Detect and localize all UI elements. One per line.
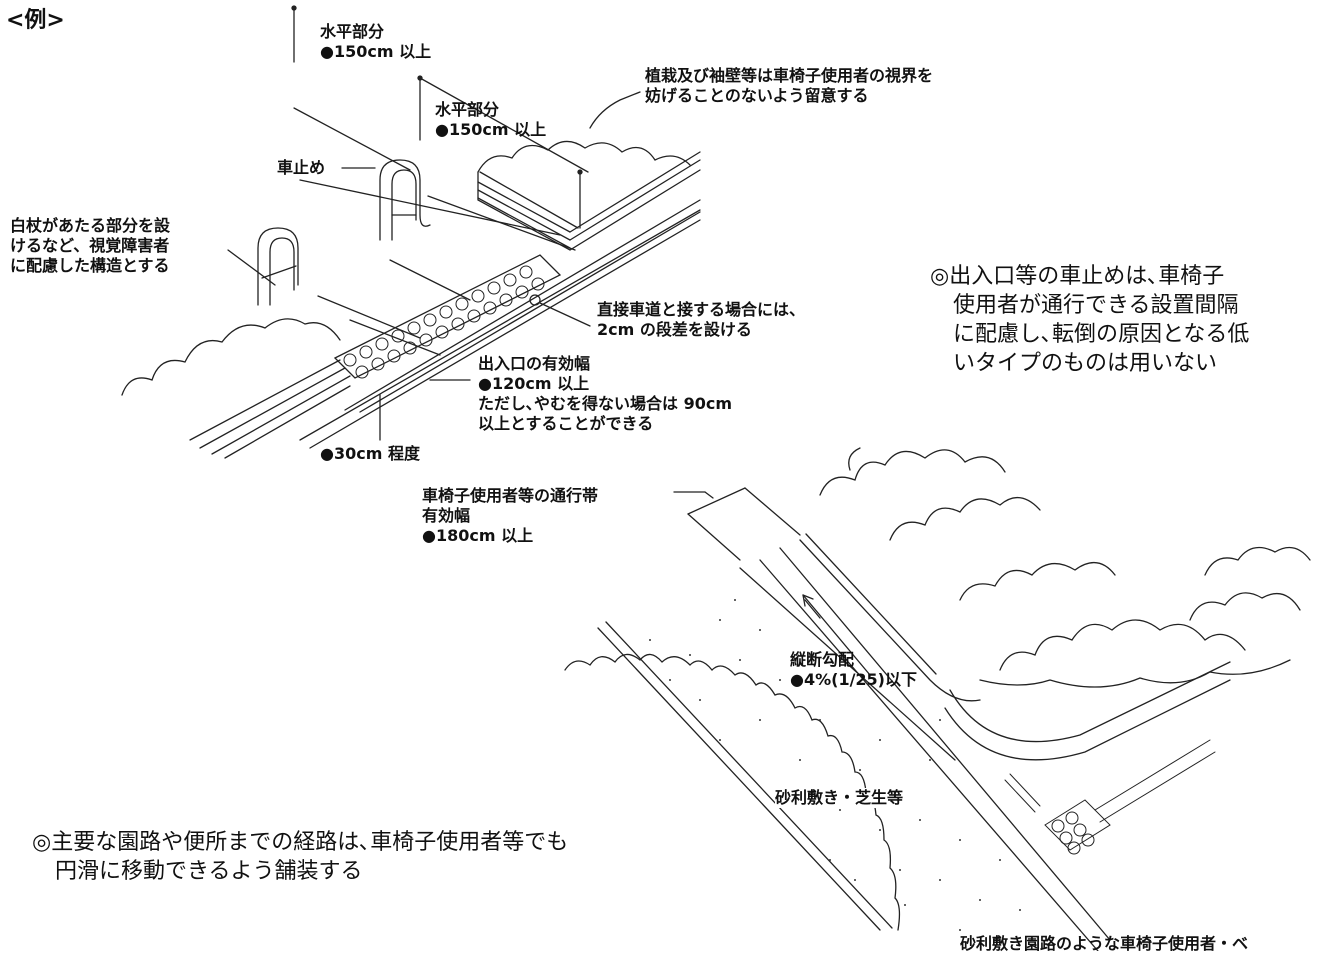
label-line: ●150cm 以上 [320, 42, 432, 61]
car-stop-post-back [379, 159, 431, 241]
label-slope: 縦断勾配 ●4%(1/25)以下 [790, 650, 917, 690]
note-line: ◎出入口等の車止めは､車椅子 [930, 264, 1225, 289]
label-line: 水平部分 [320, 22, 385, 41]
label-bottom-cut: 砂利敷き園路のような車椅子使用者・ベ [960, 934, 1249, 953]
note-car-stop: ◎出入口等の車止めは､車椅子 使用者が通行できる設置間隔 に配慮し､転倒の原因と… [930, 262, 1249, 378]
label-line: 水平部分 [435, 100, 500, 119]
label-line: ●180cm 以上 [422, 526, 534, 545]
note-line: ◎主要な園路や便所までの経路は､車椅子使用者等でも [32, 830, 569, 855]
label-car-stop: 車止め [277, 158, 326, 177]
trees-right [819, 447, 1311, 688]
label-line: 白杖があたる部分を設 [10, 216, 171, 235]
note-line: 使用者が通行できる設置間隔 [953, 293, 1239, 318]
tactile-dots [343, 265, 545, 379]
dimension-horizontal-2 [417, 75, 589, 229]
label-line: 妨げることのないよう留意する [645, 86, 869, 105]
label-line: 2cm の段差を設ける [597, 320, 752, 339]
label-wheelchair-band: 車椅子使用者等の通行帯 有効幅 ●180cm 以上 [422, 486, 598, 546]
label-entrance-width: 出入口の有効幅 ●120cm 以上 ただし､やむを得ない場合は 90cm 以上と… [478, 354, 732, 434]
label-line: ●150cm 以上 [435, 120, 547, 139]
label-line: ●4%(1/25)以下 [790, 670, 917, 689]
label-gravel: 砂利敷き・芝生等 [775, 788, 904, 808]
label-horizontal-2: 水平部分 ●150cm 以上 [435, 100, 546, 140]
note-path: ◎主要な園路や便所までの経路は､車椅子使用者等でも 円滑に移動できるよう舗装する [32, 828, 568, 886]
tactile-block-lower [1004, 739, 1216, 855]
note-line: いタイプのものは用いない [953, 351, 1218, 376]
label-line: 以上とすることができる [478, 414, 654, 433]
wheelchair-band-dimension [673, 487, 801, 561]
label-planting: 植栽及び袖壁等は車椅子使用者の視界を 妨げることのないよう留意する [645, 66, 933, 106]
label-tile-30: ●30cm 程度 [320, 444, 420, 463]
label-line: 植栽及び袖壁等は車椅子使用者の視界を [645, 66, 934, 85]
planter-left [121, 318, 351, 459]
label-step: 直接車道と接する場合には、 2cm の段差を設ける [597, 300, 805, 340]
label-line: 縦断勾配 [790, 650, 855, 669]
label-white-cane: 白杖があたる部分を設 けるなど、視覚障害者 に配慮した構造とする [10, 216, 170, 276]
car-stop-post-front [257, 227, 299, 306]
label-line: 直接車道と接する場合には、 [597, 300, 806, 319]
label-line: けるなど、視覚障害者 [10, 236, 170, 255]
planter-right [477, 140, 701, 251]
label-line: 有効幅 [422, 506, 471, 525]
tactile-block-entrance [333, 254, 562, 379]
label-line: ただし､やむを得ない場合は 90cm [478, 394, 732, 413]
hedge-left [564, 653, 901, 931]
dimension-horizontal-1 [291, 5, 297, 63]
example-label: <例> [6, 8, 65, 33]
label-line: に配慮した構造とする [10, 256, 170, 275]
label-line: 車椅子使用者等の通行帯 [422, 486, 599, 505]
note-line: に配慮し､転倒の原因となる低 [953, 322, 1250, 347]
note-line: 円滑に移動できるよう舗装する [55, 859, 363, 884]
label-line: 出入口の有効幅 [478, 354, 591, 373]
label-line: ●120cm 以上 [478, 374, 590, 393]
gravel-dots [649, 599, 1021, 931]
label-horizontal-1: 水平部分 ●150cm 以上 [320, 22, 431, 62]
